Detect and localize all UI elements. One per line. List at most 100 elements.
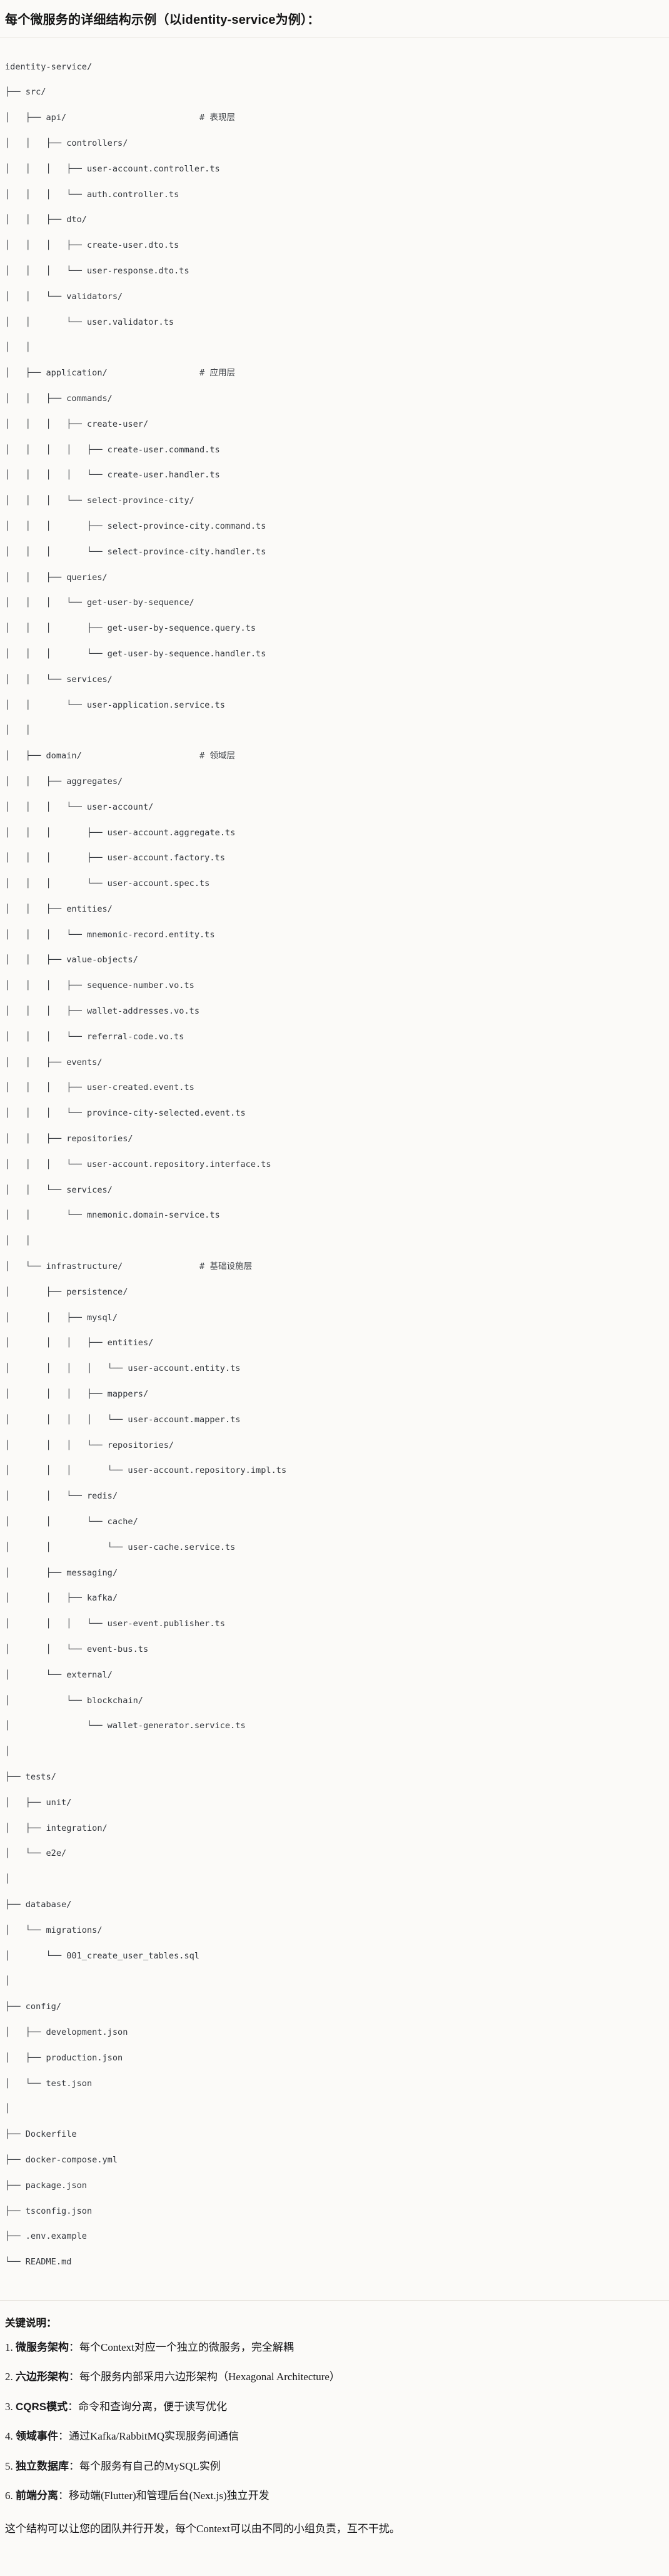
tree-line-comment: # 应用层	[199, 368, 236, 379]
tree-line: │ └── e2e/	[5, 1848, 67, 1859]
tree-line: ├── tests/	[5, 1771, 56, 1782]
tree-line: │ │ │ │ └── user-account.entity.ts	[5, 1363, 241, 1374]
tree-line: │ │ │ └── province-city-selected.event.t…	[5, 1108, 246, 1119]
tree-line: │ ├── api/ # 表现层	[5, 113, 236, 123]
tree-line: ├── config/	[5, 2002, 62, 2012]
tree-line: │ │ └── event-bus.ts	[5, 1644, 149, 1654]
key-point-description: ：每个服务内部采用六边形架构（Hexagonal Architecture）	[69, 2371, 340, 2383]
tree-line: │ └── 001_create_user_tables.sql	[5, 1950, 199, 1961]
tree-line: │ │ ├── repositories/	[5, 1134, 133, 1144]
tree-line: │ │ │ │ ├── create-user.command.ts	[5, 444, 220, 455]
tree-line-comment: # 基础设施层	[199, 1261, 253, 1272]
tree-line: │	[5, 1874, 11, 1885]
tree-line: │ └── wallet-generator.service.ts	[5, 1721, 246, 1731]
tree-line: │ │ └── validators/	[5, 291, 123, 302]
tree-line: │ │ │ │ └── create-user.handler.ts	[5, 470, 220, 481]
tree-line: │ │	[5, 725, 31, 736]
tree-line: │ │ ├── kafka/	[5, 1593, 118, 1604]
tree-line: │ │ └── mnemonic.domain-service.ts	[5, 1210, 220, 1221]
key-points-title: 关键说明：	[5, 2317, 57, 2329]
tree-line: │ │ ├── commands/	[5, 393, 113, 404]
key-point-label: 微服务架构	[16, 2341, 69, 2353]
key-point-number: 6.	[5, 2490, 16, 2502]
key-point-number: 4.	[5, 2430, 16, 2443]
tree-line: ├── package.json	[5, 2180, 87, 2191]
tree-line: │ │ │ └── user-account.repository.interf…	[5, 1159, 271, 1169]
key-point-item: 1. 微服务架构：每个Context对应一个独立的微服务，完全解耦	[5, 2339, 664, 2356]
tree-line-comment: # 表现层	[199, 113, 236, 123]
tree-line: │ └── external/	[5, 1669, 113, 1680]
tree-line: │	[5, 1976, 11, 1987]
tree-line: │ ├── integration/	[5, 1823, 108, 1833]
tree-line: ├── Dockerfile	[5, 2129, 77, 2140]
key-point-number: 5.	[5, 2460, 16, 2472]
tree-line: │ │ │ └── get-user-by-sequence.handler.t…	[5, 648, 266, 659]
tree-line: │ │ ├── events/	[5, 1057, 103, 1067]
tree-line: │	[5, 1746, 11, 1757]
tree-line: │ │ │ └── user-account.repository.impl.t…	[5, 1465, 287, 1476]
key-point-item: 5. 独立数据库：每个服务有自己的MySQL实例	[5, 2458, 664, 2475]
tree-line: │ │ │ └── repositories/	[5, 1440, 174, 1450]
tree-line: │ │ │ └── select-province-city.handler.t…	[5, 546, 266, 557]
tree-line: │ │ └── user-cache.service.ts	[5, 1542, 236, 1552]
tree-line: │ │ │ └── mnemonic-record.entity.ts	[5, 929, 215, 940]
key-point-description: ：每个Context对应一个独立的微服务，完全解耦	[69, 2341, 294, 2353]
tree-line: ├── src/	[5, 87, 46, 98]
key-point-description: ：每个服务有自己的MySQL实例	[69, 2460, 221, 2472]
tree-line: │ └── migrations/	[5, 1925, 103, 1935]
tree-line: │ │ └── cache/	[5, 1517, 138, 1527]
tree-line: │ │ │ ├── sequence-number.vo.ts	[5, 980, 194, 991]
tree-line: └── README.md	[5, 2257, 72, 2268]
tree-line: │ │ │ └── auth.controller.ts	[5, 189, 179, 200]
tree-line: │ ├── messaging/	[5, 1567, 118, 1578]
tree-line: │ │ │ ├── user-created.event.ts	[5, 1082, 194, 1093]
key-point-description: ：移动端(Flutter)和管理后台(Next.js)独立开发	[58, 2490, 269, 2502]
tree-line: │ ├── application/ # 应用层	[5, 368, 236, 379]
tree-line: ├── tsconfig.json	[5, 2206, 93, 2216]
tree-line: │ │ └── redis/	[5, 1491, 118, 1502]
key-point-item: 6. 前端分离：移动端(Flutter)和管理后台(Next.js)独立开发	[5, 2488, 664, 2504]
tree-line: │ │ ├── controllers/	[5, 138, 128, 148]
key-point-description: ：通过Kafka/RabbitMQ实现服务间通信	[58, 2430, 239, 2443]
tree-line: identity-service/	[5, 61, 93, 72]
tree-line: │ │ ├── entities/	[5, 904, 113, 914]
tree-line: │ └── infrastructure/ # 基础设施层	[5, 1261, 253, 1272]
directory-tree-code-block: identity-service/ ├── src/ │ ├── api/ # …	[0, 47, 669, 2291]
tree-line: │ │ └── services/	[5, 1184, 113, 1195]
tree-line: ├── .env.example	[5, 2231, 87, 2242]
page-title: 每个微服务的详细结构示例（以identity-service为例）：	[0, 0, 669, 38]
closing-paragraph: 这个结构可以让您的团队并行开发，每个Context可以由不同的小组负责，互不干扰…	[5, 2522, 400, 2535]
tree-line: │ │ │ └── user-response.dto.ts	[5, 265, 189, 276]
tree-line: │ │ │ └── user-event.publisher.ts	[5, 1619, 225, 1629]
tree-line: │ │ │ ├── mappers/	[5, 1389, 149, 1400]
tree-line: │ │ │ └── select-province-city/	[5, 496, 194, 506]
tree-line: │ ├── unit/	[5, 1797, 72, 1808]
key-point-label: 前端分离	[16, 2490, 58, 2502]
tree-line: │ │ │ ├── user-account.controller.ts	[5, 163, 220, 174]
tree-line: │ │ │ └── referral-code.vo.ts	[5, 1031, 184, 1042]
key-points-section: 关键说明： 1. 微服务架构：每个Context对应一个独立的微服务，完全解耦 2…	[0, 2299, 669, 2551]
tree-line: │ │ ├── dto/	[5, 215, 87, 225]
tree-line: │ │ │ ├── wallet-addresses.vo.ts	[5, 1006, 199, 1017]
tree-line: │ │ ├── value-objects/	[5, 955, 138, 965]
key-point-label: 独立数据库	[16, 2460, 69, 2472]
key-point-number: 2.	[5, 2371, 16, 2383]
key-point-item: 4. 领域事件：通过Kafka/RabbitMQ实现服务间通信	[5, 2428, 664, 2445]
tree-line-comment: # 领域层	[199, 751, 236, 761]
tree-line: ├── docker-compose.yml	[5, 2154, 118, 2165]
tree-line: │ │ │ └── user-account/	[5, 802, 154, 812]
tree-line: │ │ │ └── get-user-by-sequence/	[5, 598, 194, 608]
tree-line: │ ├── domain/ # 领域层	[5, 751, 236, 761]
key-point-label: 六边形架构	[16, 2371, 69, 2383]
tree-line: │ │ └── user.validator.ts	[5, 317, 174, 327]
tree-line: │ │ │ ├── user-account.aggregate.ts	[5, 827, 236, 838]
key-point-item: 3. CQRS模式：命令和查询分离，便于读写优化	[5, 2399, 664, 2415]
tree-line: │ │ └── services/	[5, 674, 113, 685]
tree-line: │ │ │ ├── create-user/	[5, 419, 149, 429]
tree-line: │ │ │ └── user-account.spec.ts	[5, 878, 210, 889]
key-point-label: CQRS模式	[16, 2400, 68, 2413]
key-point-description: ：命令和查询分离，便于读写优化	[68, 2400, 228, 2413]
tree-line: │ │ └── user-application.service.ts	[5, 700, 225, 710]
tree-line: │ │ │ ├── create-user.dto.ts	[5, 240, 179, 251]
